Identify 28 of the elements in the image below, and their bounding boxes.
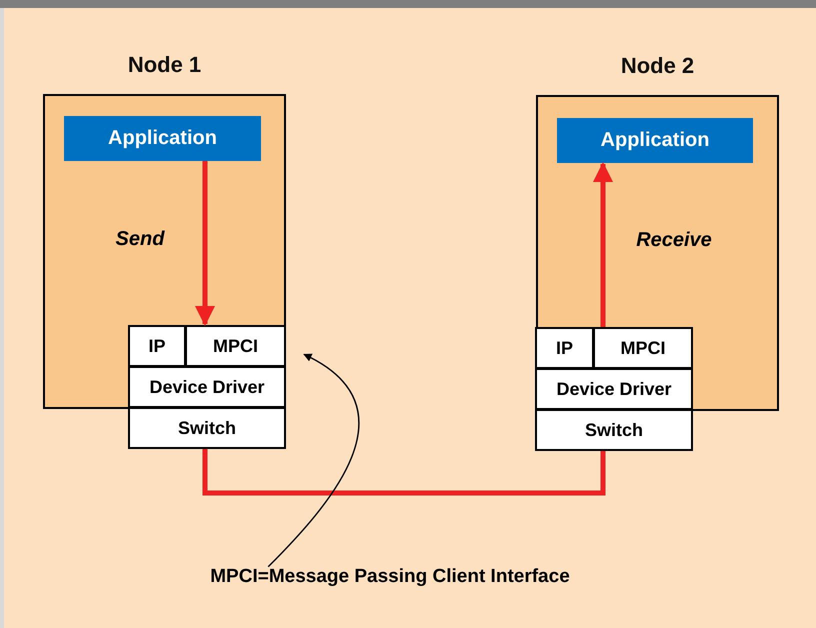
node-heading: Node 2: [620, 53, 696, 79]
layer-label: MPCI: [620, 338, 666, 358]
edge-label: Send: [114, 228, 166, 251]
application-label: Application: [108, 127, 217, 150]
stack-layer-box: [185, 325, 286, 367]
layer-label: IP: [556, 338, 573, 358]
stack-layer-box: [128, 407, 286, 449]
leader-line: [268, 354, 360, 568]
connector-arrow: [593, 162, 613, 327]
stack-layer-box: [128, 325, 186, 367]
connector-arrow: [195, 161, 215, 326]
stack-layer-box: [535, 368, 693, 410]
layer-label: MPCI: [213, 336, 258, 356]
edge-label: Receive: [635, 229, 713, 252]
stack-layer-box: [128, 366, 286, 408]
layer-label: Switch: [584, 420, 643, 440]
layer-label: Switch: [178, 418, 236, 438]
stack-layer-box: [535, 327, 594, 369]
stack-layer-box: [593, 327, 693, 369]
layer-label: Device Driver: [149, 376, 265, 398]
layer-label: IP: [148, 336, 166, 356]
footnote-text: MPCI=Message Passing Client Interface: [210, 566, 570, 588]
application-box: [557, 118, 753, 163]
node-heading: Node 1: [126, 52, 202, 78]
layer-label: Device Driver: [556, 378, 672, 400]
application-box: [64, 116, 261, 161]
stack-layer-box: [535, 409, 693, 451]
application-label: Application: [600, 129, 710, 152]
